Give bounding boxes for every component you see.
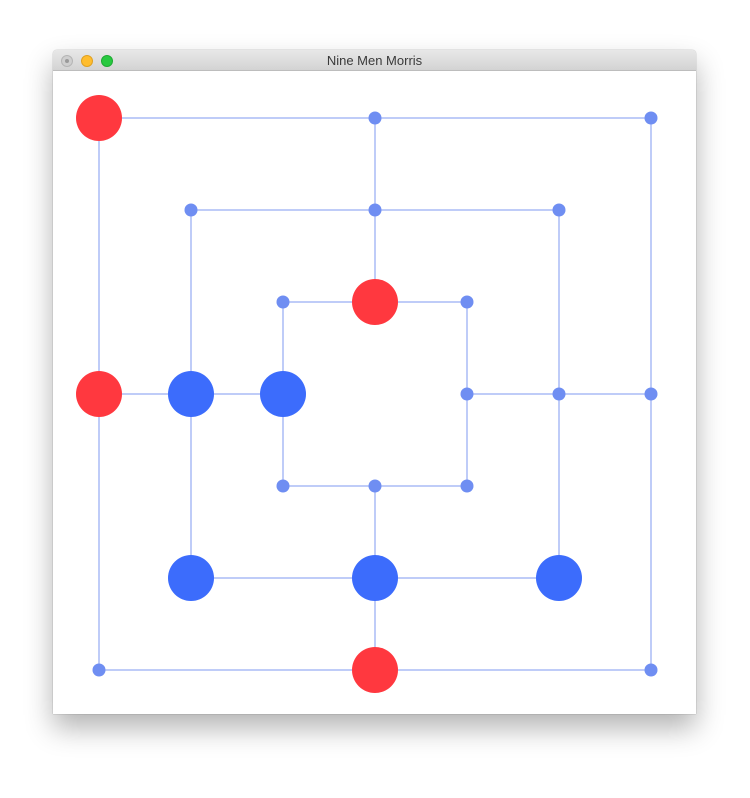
board-point-empty[interactable] bbox=[644, 387, 658, 401]
red-piece[interactable] bbox=[352, 279, 398, 325]
red-piece[interactable] bbox=[76, 371, 122, 417]
blue-piece[interactable] bbox=[168, 555, 214, 601]
board-point-empty[interactable] bbox=[92, 663, 106, 677]
board-point-empty[interactable] bbox=[276, 479, 290, 493]
blue-piece[interactable] bbox=[352, 555, 398, 601]
blue-piece[interactable] bbox=[168, 371, 214, 417]
board-point-empty[interactable] bbox=[368, 111, 382, 125]
title-bar[interactable]: Nine Men Morris bbox=[53, 50, 696, 71]
board-point-empty[interactable] bbox=[460, 295, 474, 309]
game-board[interactable] bbox=[53, 72, 696, 714]
window-title: Nine Men Morris bbox=[326, 53, 423, 68]
board-point-empty[interactable] bbox=[644, 663, 658, 677]
board-point-empty[interactable] bbox=[460, 479, 474, 493]
board-point-empty[interactable] bbox=[184, 203, 198, 217]
board-point-empty[interactable] bbox=[368, 479, 382, 493]
board-point-empty[interactable] bbox=[368, 203, 382, 217]
board-point-empty[interactable] bbox=[276, 295, 290, 309]
board-point-empty[interactable] bbox=[460, 387, 474, 401]
maximize-button-icon[interactable] bbox=[101, 55, 113, 67]
board-point-empty[interactable] bbox=[644, 111, 658, 125]
minimize-button-icon[interactable] bbox=[81, 55, 93, 67]
blue-piece[interactable] bbox=[260, 371, 306, 417]
board-point-empty[interactable] bbox=[552, 387, 566, 401]
red-piece[interactable] bbox=[76, 95, 122, 141]
app-window: Nine Men Morris bbox=[53, 50, 696, 714]
red-piece[interactable] bbox=[352, 647, 398, 693]
board-point-empty[interactable] bbox=[552, 203, 566, 217]
blue-piece[interactable] bbox=[536, 555, 582, 601]
close-button-icon[interactable] bbox=[61, 55, 73, 67]
